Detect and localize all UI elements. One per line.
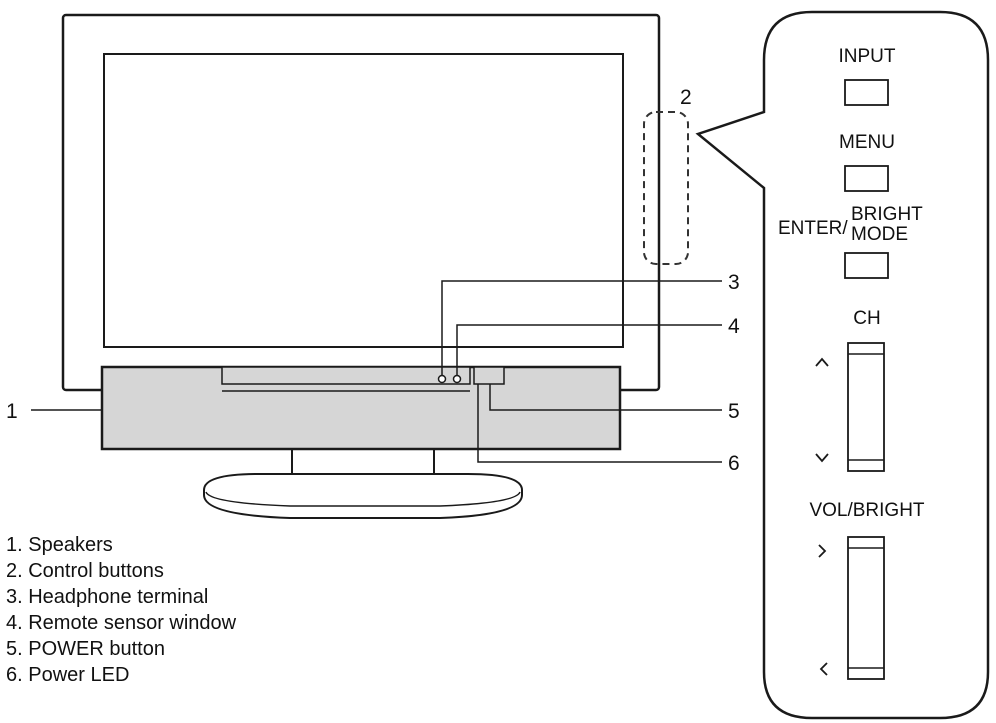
- leader-6: [477, 384, 722, 463]
- enter-button[interactable]: [844, 252, 889, 279]
- legend-item-headphone-terminal: 3. Headphone terminal: [6, 586, 209, 608]
- stand-base-rim: [205, 491, 521, 507]
- ch-up-icon: [815, 357, 829, 367]
- legend-item-power-button: 5. POWER button: [6, 638, 165, 660]
- legend-item-remote-sensor: 4. Remote sensor window: [6, 612, 237, 634]
- control-panel-callout: [695, 10, 990, 720]
- vol-label: VOL/BRIGHT: [809, 500, 924, 521]
- enter-label: ENTER/: [778, 218, 848, 239]
- mode-label: MODE: [851, 224, 908, 245]
- callout-2: 2: [680, 86, 692, 109]
- leader-5: [489, 384, 722, 411]
- callout-6: 6: [728, 452, 740, 475]
- vol-up-icon: [818, 544, 827, 558]
- power-area: [473, 366, 505, 385]
- control-buttons-highlight: [643, 111, 689, 265]
- leader-4: [456, 324, 722, 376]
- speaker-center-panel: [221, 366, 471, 385]
- input-label: INPUT: [839, 46, 896, 67]
- ch-rocker[interactable]: [847, 342, 885, 472]
- input-button[interactable]: [844, 79, 889, 106]
- callout-4: 4: [728, 315, 740, 338]
- menu-button[interactable]: [844, 165, 889, 192]
- callout-1: 1: [6, 400, 18, 423]
- headphone-terminal: [437, 374, 447, 384]
- bright-label: BRIGHT: [851, 204, 923, 225]
- tv-screen: [103, 53, 624, 348]
- legend-item-speakers: 1. Speakers: [6, 534, 113, 556]
- stand-base: [203, 473, 523, 519]
- ch-down-icon: [815, 453, 829, 463]
- ch-label: CH: [853, 308, 880, 329]
- callout-5: 5: [728, 400, 740, 423]
- legend-item-control-buttons: 2. Control buttons: [6, 560, 164, 582]
- legend-list: 1. Speakers 2. Control buttons 3. Headph…: [6, 532, 236, 688]
- remote-sensor: [452, 374, 462, 384]
- vol-down-icon: [819, 662, 828, 676]
- legend-item-power-led: 6. Power LED: [6, 664, 130, 686]
- callout-3: 3: [728, 271, 740, 294]
- leader-3: [441, 280, 722, 376]
- vol-rocker[interactable]: [847, 536, 885, 680]
- menu-label: MENU: [839, 132, 895, 153]
